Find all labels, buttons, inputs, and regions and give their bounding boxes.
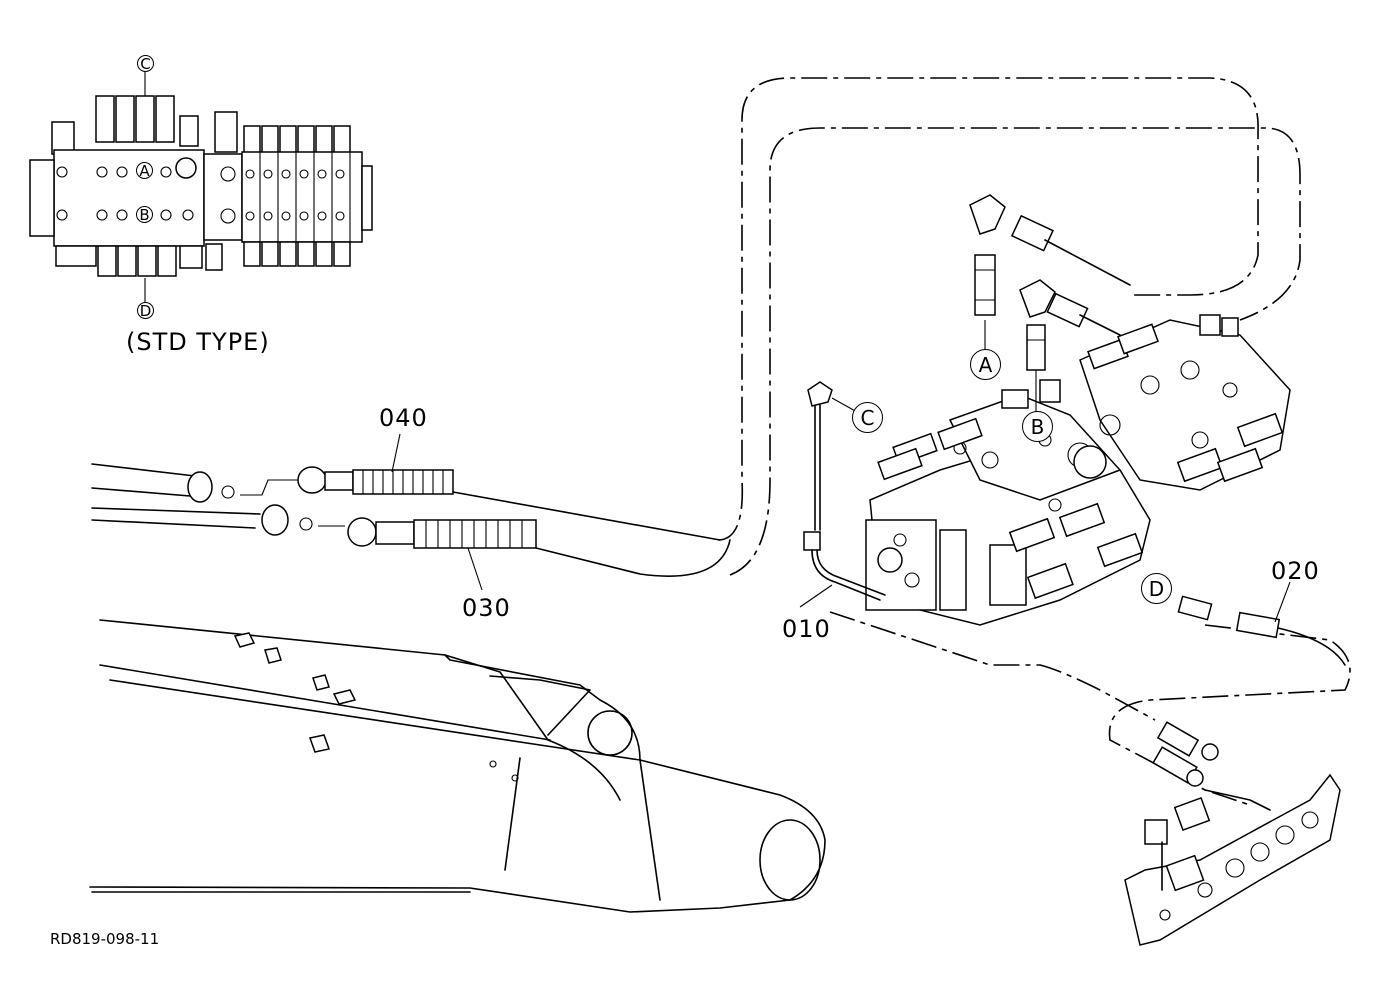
hose-040-spring bbox=[352, 469, 454, 495]
marker-d: D bbox=[1141, 573, 1172, 604]
marker-b: B bbox=[1022, 411, 1053, 442]
std-type-valve-inset bbox=[29, 72, 373, 302]
hoses-left bbox=[91, 433, 731, 591]
part-number-020: 020 bbox=[1271, 557, 1320, 585]
std-type-label: (STD TYPE) bbox=[126, 328, 270, 356]
part-number-040: 040 bbox=[379, 404, 428, 432]
inset-marker-c: C bbox=[137, 55, 154, 73]
marker-c: C bbox=[852, 402, 883, 433]
boom-arm bbox=[89, 619, 826, 913]
drawing-number: RD819-098-11 bbox=[50, 930, 160, 948]
inset-marker-b: B bbox=[136, 206, 153, 224]
part-number-030: 030 bbox=[462, 594, 511, 622]
inset-marker-a: A bbox=[136, 162, 153, 180]
part-number-010: 010 bbox=[782, 615, 831, 643]
hose-030-spring bbox=[413, 519, 537, 549]
control-valve-assembly bbox=[865, 194, 1291, 626]
routing-lines bbox=[717, 77, 1351, 806]
pipe-010 bbox=[799, 381, 886, 608]
inset-marker-d: D bbox=[137, 302, 154, 320]
marker-a: A bbox=[970, 349, 1001, 380]
hose-020-and-bracket bbox=[1124, 581, 1346, 946]
